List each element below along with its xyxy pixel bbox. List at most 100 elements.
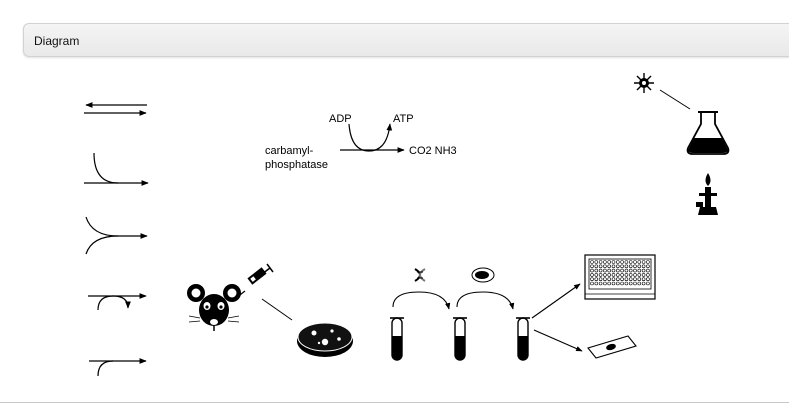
well (646, 281, 650, 286)
looping-arrow-icon[interactable] (88, 293, 147, 311)
well (603, 273, 607, 277)
well (615, 260, 620, 264)
well (598, 273, 603, 277)
connector-line (261, 298, 293, 321)
well (611, 277, 616, 282)
well (590, 281, 594, 286)
converging-arrow-icon[interactable] (85, 216, 148, 255)
well (624, 281, 629, 286)
well (624, 260, 629, 264)
well (590, 268, 594, 273)
test-tube-icon[interactable] (453, 317, 467, 361)
well (637, 273, 642, 277)
well (624, 273, 629, 277)
well (607, 277, 612, 282)
well-plate-icon[interactable] (584, 254, 656, 300)
well (646, 277, 650, 282)
well (633, 273, 637, 277)
well (641, 264, 646, 269)
well (615, 281, 620, 286)
well (637, 268, 642, 273)
cofactor-in-label: ADP (329, 113, 352, 125)
connector-arrow (531, 283, 581, 319)
test-tube-icon[interactable] (516, 317, 530, 361)
well (594, 277, 599, 282)
well (637, 277, 642, 282)
well (598, 268, 603, 273)
well (637, 281, 642, 286)
well (641, 260, 646, 264)
well (598, 281, 603, 286)
reaction-scheme: carbamyl- phosphatase ADP ATP CO2 NH3 (265, 113, 457, 171)
bottom-divider (0, 402, 789, 403)
flask-icon[interactable] (686, 111, 730, 155)
well (646, 273, 650, 277)
well (628, 260, 633, 264)
transfer-arrow (392, 291, 451, 310)
well (628, 277, 633, 282)
well (637, 264, 642, 269)
branch-arrow-icon[interactable] (89, 358, 147, 377)
well (598, 260, 603, 264)
well (603, 268, 607, 273)
cofactor-out-label: ATP (393, 113, 414, 125)
well (615, 273, 620, 277)
well (620, 260, 624, 264)
curved-arrow-icon[interactable] (84, 152, 149, 186)
well (607, 273, 612, 277)
well (611, 273, 616, 277)
syringe-icon[interactable] (235, 263, 274, 299)
well (633, 277, 637, 282)
well (594, 268, 599, 273)
well (620, 264, 624, 269)
well (603, 281, 607, 286)
connector-line (659, 89, 691, 110)
well (611, 268, 616, 273)
well (624, 264, 629, 269)
well (620, 273, 624, 277)
virus-icon[interactable] (634, 73, 654, 93)
well (620, 277, 624, 282)
connector-arrow (533, 329, 583, 352)
well (641, 281, 646, 286)
cofactor-curve (348, 123, 393, 152)
bunsen-burner-icon[interactable] (696, 173, 718, 215)
well (611, 281, 616, 286)
substrate-label-line1: carbamyl- (265, 145, 314, 157)
products-label: CO2 NH3 (409, 145, 457, 157)
test-tube-icon[interactable] (390, 317, 404, 361)
well (607, 281, 612, 286)
well (633, 260, 637, 264)
mouse-icon[interactable] (187, 284, 241, 331)
well (611, 264, 616, 269)
well (620, 281, 624, 286)
well (603, 264, 607, 269)
well (646, 260, 650, 264)
well (615, 264, 620, 269)
well (633, 268, 637, 273)
well (598, 277, 603, 282)
substrate-label-line2: phosphatase (265, 159, 328, 171)
well (594, 273, 599, 277)
double-arrow-icon[interactable] (84, 102, 147, 116)
well (598, 264, 603, 269)
petri-dish-icon[interactable] (297, 322, 353, 357)
well (641, 277, 646, 282)
microscope-slide-icon[interactable] (587, 335, 637, 359)
well (624, 268, 629, 273)
well (628, 281, 633, 286)
well (590, 277, 594, 282)
well (641, 273, 646, 277)
well (646, 264, 650, 269)
well (628, 268, 633, 273)
cell-icon[interactable] (471, 267, 495, 283)
well (628, 273, 633, 277)
well (633, 264, 637, 269)
panel-title: Diagram (34, 34, 80, 48)
well (590, 264, 594, 269)
well (611, 260, 616, 264)
dna-icon[interactable] (414, 268, 426, 282)
diagram-panel-header: Diagram (23, 23, 789, 57)
well (633, 281, 637, 286)
well (594, 260, 599, 264)
